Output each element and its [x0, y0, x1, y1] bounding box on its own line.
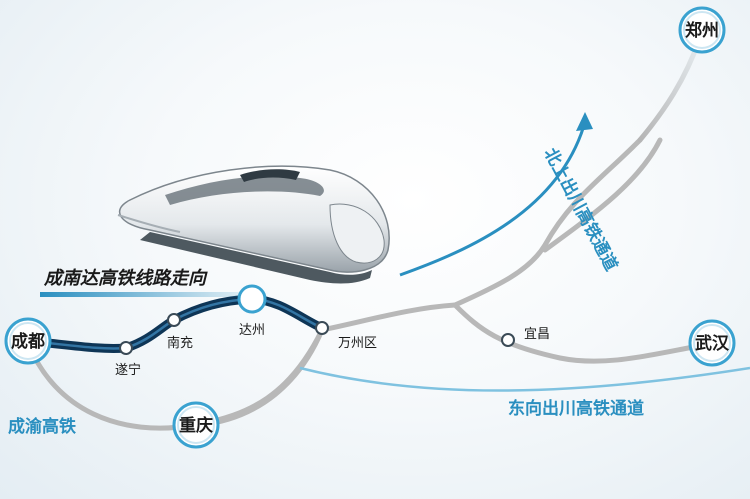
north-arrowhead: [576, 112, 593, 131]
route-title-underline: [40, 292, 270, 297]
rail-to-zhengzhou: [637, 35, 703, 143]
station-suining: 遂宁: [115, 341, 141, 378]
chengyu-rail-label: 成渝高铁: [8, 416, 76, 437]
station-label-nanchong: 南充: [167, 335, 193, 351]
corridor-arrows: [299, 121, 750, 392]
high-speed-train-illustration: [117, 165, 390, 284]
city-node-wuhan: 武汉: [688, 319, 736, 367]
east-corridor-arrow: [299, 366, 750, 392]
city-label-zhengzhou: 郑州: [685, 20, 719, 41]
station-label-dazhou: 达州: [239, 323, 265, 338]
city-label-wuhan: 武汉: [695, 333, 730, 354]
east-corridor-label: 东向出川高铁通道: [508, 398, 644, 419]
station-nanchong: 南充: [167, 313, 193, 351]
rail-junction-wuhan: [452, 302, 719, 364]
station-dazhou: 达州: [237, 284, 267, 338]
rail-wanzhou-junction: [319, 302, 458, 333]
rail-north-branch: [452, 137, 643, 308]
station-yichang: 宜昌: [501, 327, 550, 347]
city-label-chengdu: 成都: [11, 331, 45, 352]
city-node-chengdu: 成都: [4, 317, 52, 365]
north-corridor-label: 北上出川高铁通道: [540, 144, 622, 274]
city-label-chongqing: 重庆: [179, 415, 213, 436]
north-corridor-arrow: [399, 121, 587, 277]
station-label-suining: 遂宁: [115, 362, 141, 378]
station-label-wanzhou: 万州区: [338, 336, 377, 351]
city-node-chongqing: 重庆: [172, 401, 220, 449]
route-title: 成南达高铁线路走向: [43, 268, 208, 289]
rail-north-east: [542, 137, 663, 253]
rail-chongqing-wanzhou: [197, 327, 325, 428]
station-label-yichang: 宜昌: [524, 327, 550, 342]
station-wanzhou: 万州区: [315, 321, 377, 351]
city-node-zhengzhou: 郑州: [678, 6, 726, 54]
